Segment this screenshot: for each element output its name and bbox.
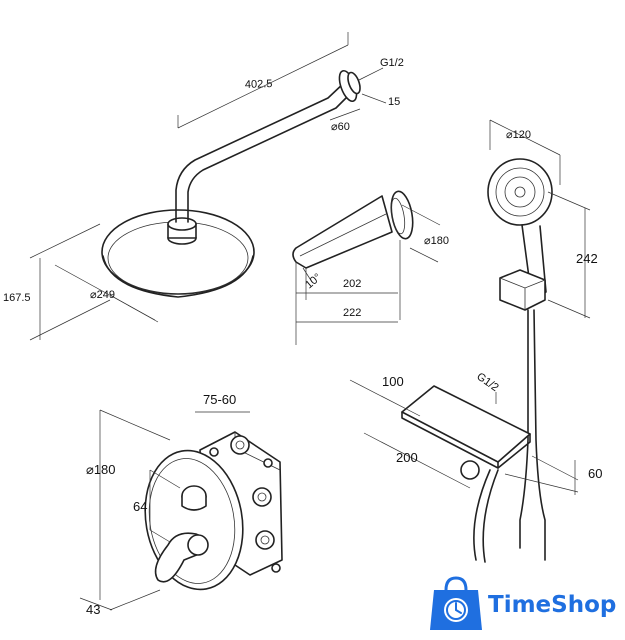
dim-shelf-width: 200 <box>396 450 418 465</box>
dim-hand-dia: ⌀120 <box>506 129 531 141</box>
overhead-dimension-lines <box>29 32 387 341</box>
dim-overhead-height: 167.5 <box>3 292 31 304</box>
shopping-bag-clock-icon <box>430 576 482 630</box>
dim-thread-top: G1/2 <box>380 57 404 69</box>
brand-name: TimeShop <box>488 592 616 618</box>
dim-shelf-height: 60 <box>588 466 602 481</box>
dim-wall-depth: 75-60 <box>203 392 236 407</box>
dim-flange-dia: ⌀60 <box>331 121 350 133</box>
dim-shelf-depth: 100 <box>382 374 404 389</box>
dim-arm-length: 402.5 <box>245 78 273 91</box>
mixer-dimension-lines <box>79 409 250 611</box>
dim-spout-total: 222 <box>343 307 361 319</box>
dim-lever-offset: 43 <box>86 602 100 617</box>
dim-knob-offset: 64 <box>133 499 147 514</box>
brand-logo: TimeShop <box>430 576 616 630</box>
shower-shelf <box>401 385 531 480</box>
dim-shelf-thread: G1/2 <box>474 371 500 395</box>
bath-spout <box>292 190 414 269</box>
dim-spout-length: 202 <box>343 278 361 290</box>
dim-plate-dia: ⌀180 <box>86 462 116 477</box>
hand-shower <box>473 158 553 563</box>
dim-spout-dia: ⌀180 <box>424 235 449 247</box>
overhead-shower <box>101 69 361 298</box>
dim-overhead-dia: ⌀249 <box>90 289 115 301</box>
dim-hand-length: 242 <box>576 251 598 266</box>
spout-dimension-lines <box>295 204 441 345</box>
mixer-plate <box>144 449 244 591</box>
shelf-dimension-lines <box>349 379 579 495</box>
hand-dimension-lines <box>489 119 591 319</box>
dim-flange-offset: 15 <box>388 96 400 108</box>
